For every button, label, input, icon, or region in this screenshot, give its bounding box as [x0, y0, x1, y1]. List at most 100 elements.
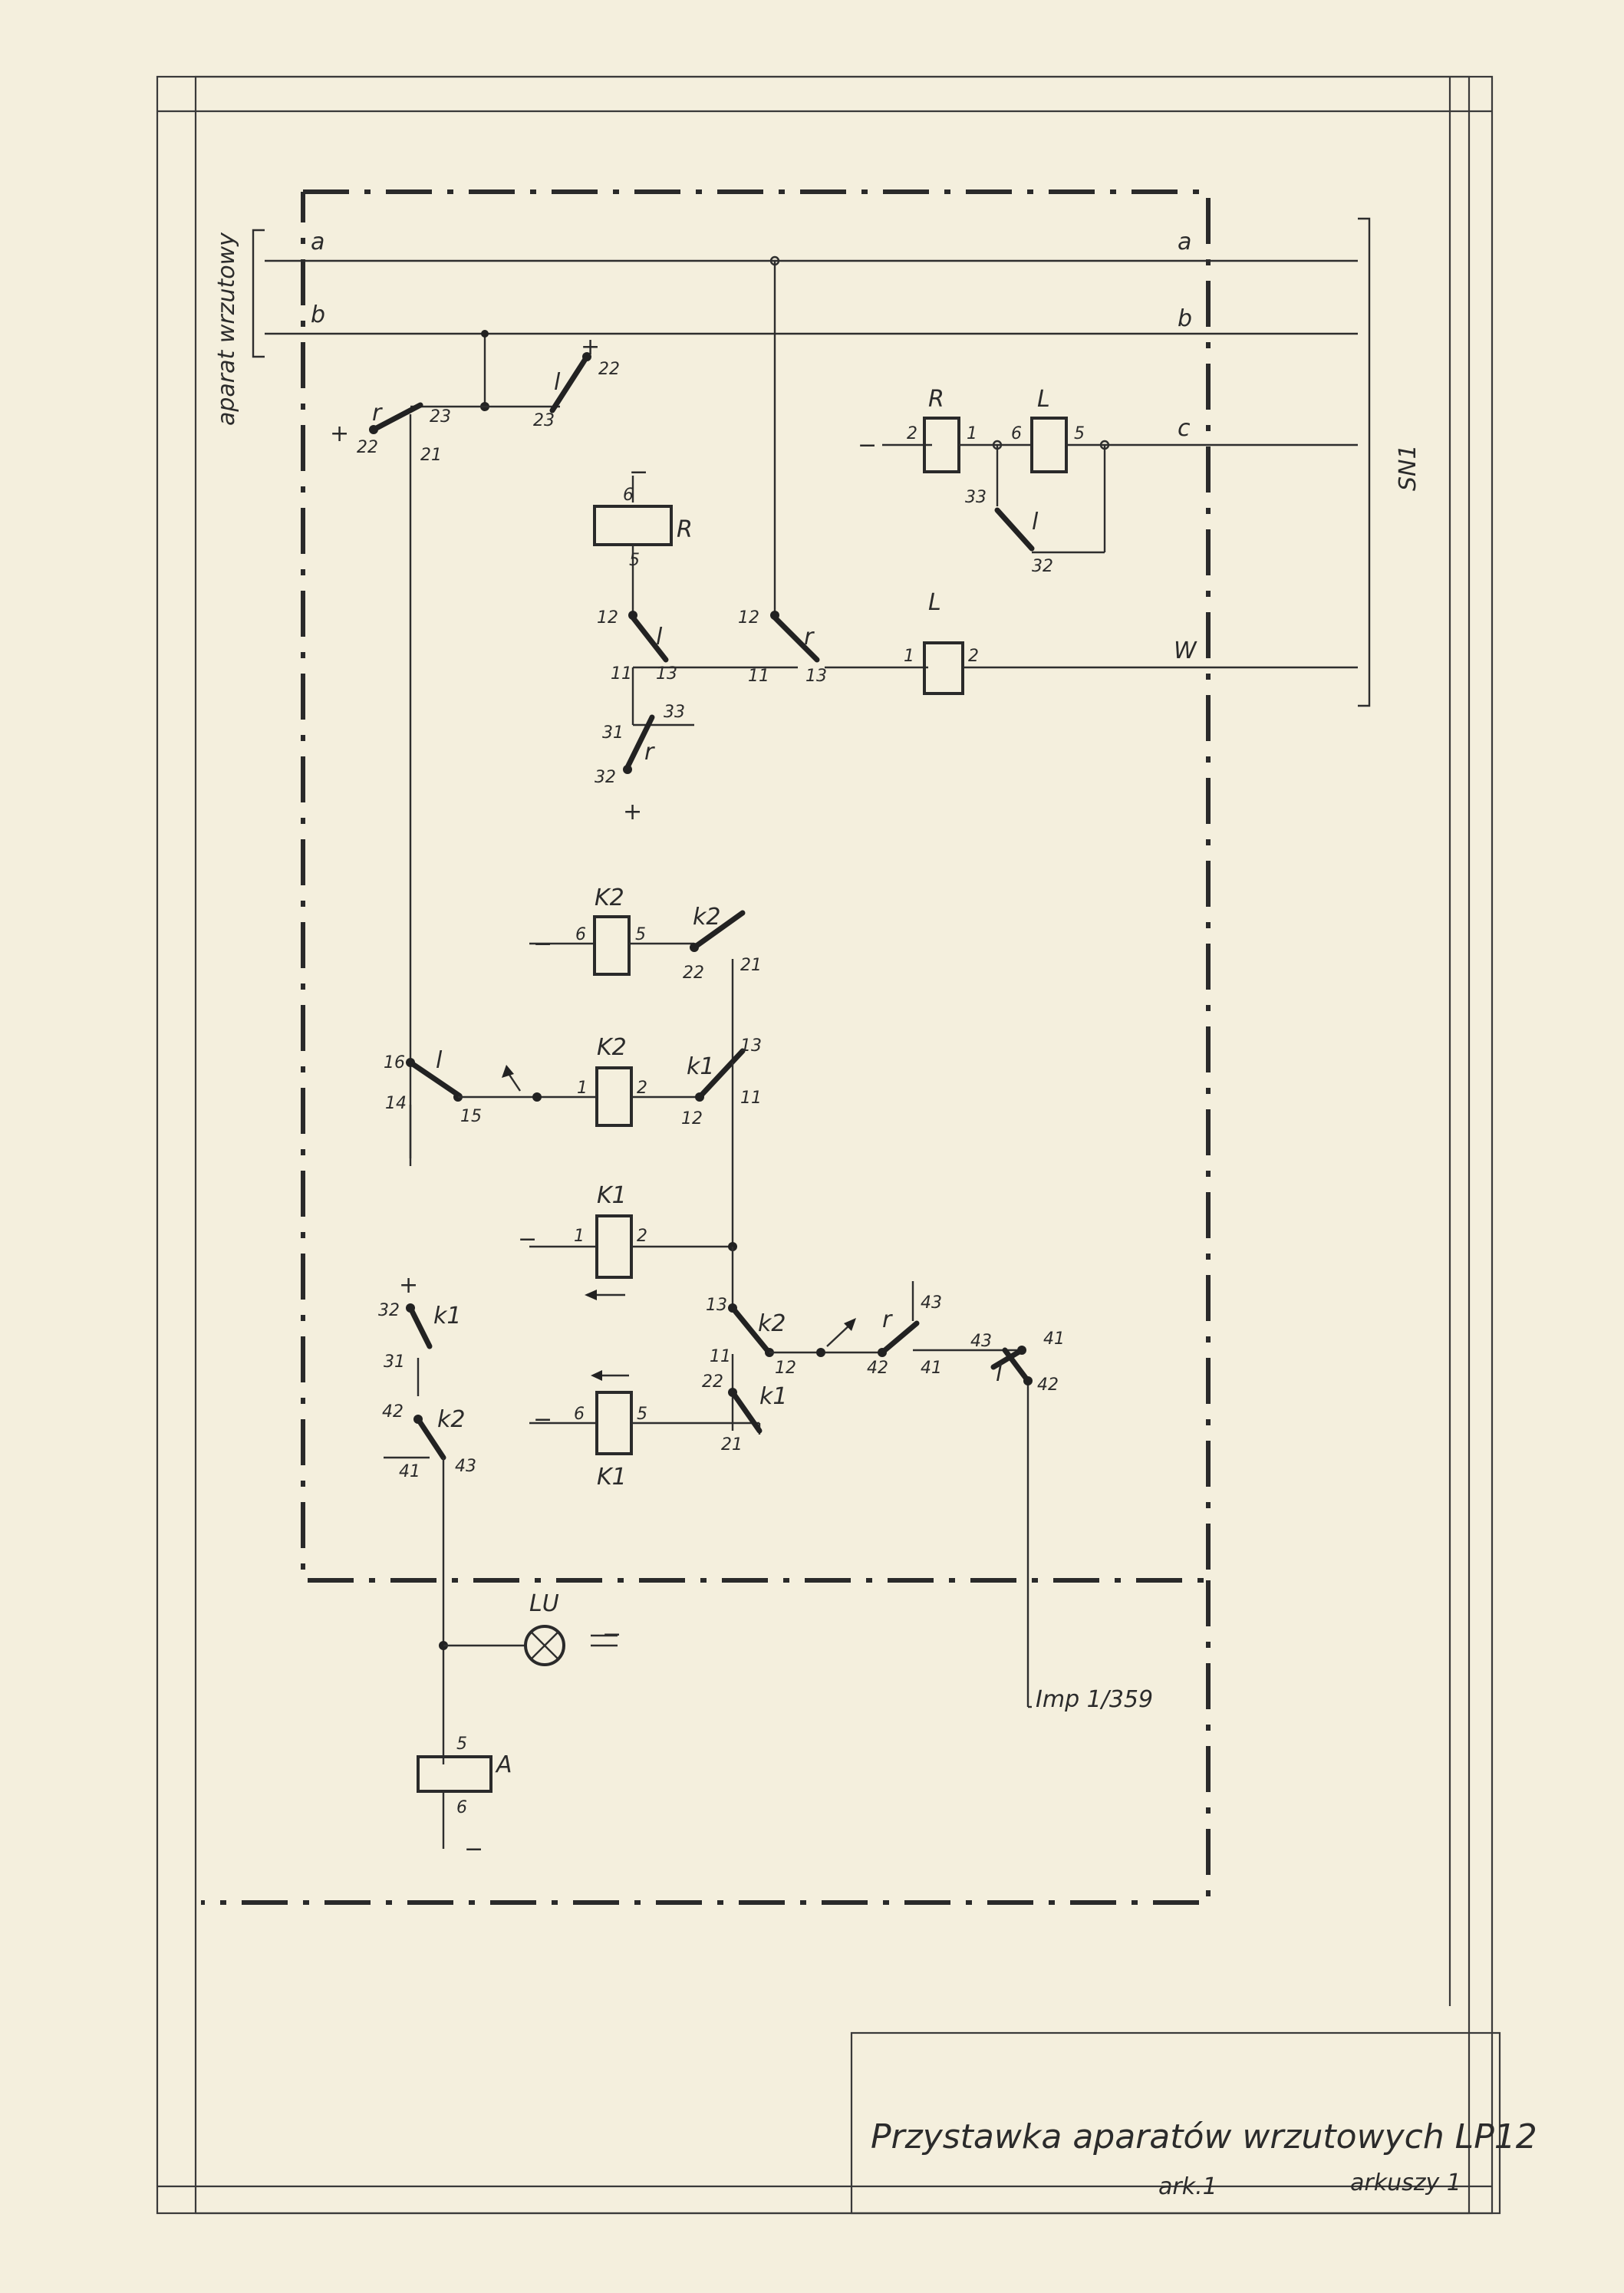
r-low-pin-31: 31	[602, 723, 624, 743]
l-mid-pin-12: 12	[597, 608, 618, 628]
k2-mid-pin-13: 13	[706, 1296, 727, 1315]
bus-b-right-label: b	[1178, 305, 1192, 332]
l-right-pin-43: 43	[970, 1332, 992, 1351]
r-top-pin-23: 23	[430, 407, 451, 427]
coil-K2-top-label: K2	[595, 885, 624, 911]
l-top-pin-23: 23	[533, 411, 555, 430]
bus-w-right-label: W	[1174, 637, 1197, 664]
coil-A-pin-6: 6	[456, 1798, 467, 1817]
lower-boundary	[201, 1580, 1211, 1905]
imp-label: Imp 1/359	[1036, 1686, 1153, 1713]
r-low-label: r	[644, 739, 655, 766]
coil-A-pin-5: 5	[456, 1735, 467, 1754]
side-label: aparat wrzutowy	[213, 232, 240, 426]
drawing-frame	[156, 75, 1494, 2215]
r-mid-pin-13: 13	[805, 667, 827, 686]
coil-L-mid-pin-2: 2	[968, 647, 979, 666]
right-label: SN1	[1395, 444, 1421, 491]
r-mid-label: r	[804, 624, 815, 651]
l-ur-label: l	[1032, 509, 1039, 535]
coil-K1-top-label: K1	[597, 1182, 627, 1209]
plus-k1-left: +	[399, 1272, 418, 1299]
left-chain: + 32 31 k1 42 41 43 k2 LU − A 5 6 −	[378, 1272, 621, 1863]
r-right-pin-42: 42	[867, 1359, 888, 1378]
coil-K2-top-pin-6: 6	[575, 925, 586, 944]
minus-K2-top: −	[533, 931, 552, 957]
coil-K1-top	[595, 1214, 633, 1279]
k1-k2-pin-13: 13	[740, 1036, 762, 1056]
coil-group-K1-low: − K1 6 5 22 21 k1	[529, 1370, 787, 1491]
minus-R-top: −	[858, 432, 877, 459]
r-mid-pin-11: 11	[748, 667, 769, 686]
k2-left-label: k2	[437, 1406, 465, 1433]
k2-mid-pin-11: 11	[710, 1347, 731, 1366]
r-low-pin-33: 33	[664, 703, 685, 722]
plus-l-top: +	[581, 334, 600, 361]
r-right-pin-43: 43	[921, 1293, 942, 1313]
coil-L-mid	[923, 641, 964, 695]
l-ur-pin-32: 32	[1032, 557, 1053, 576]
l-k2-pin-14: 14	[385, 1094, 407, 1113]
k1-k2-pin-12: 12	[681, 1109, 703, 1128]
coil-R-mid-label: R	[677, 516, 693, 543]
k2-mid-pin-12: 12	[775, 1359, 796, 1378]
bus-b-left-label: b	[311, 301, 325, 328]
apparatus-boundary	[301, 189, 1211, 1583]
l-k2-pin-15: 15	[460, 1107, 482, 1126]
k1-low-pin-22: 22	[702, 1372, 723, 1392]
k2-mid-label: k2	[758, 1310, 786, 1337]
coil-K1-low	[595, 1391, 633, 1455]
coil-R-mid	[593, 505, 673, 546]
r-top-pin-22: 22	[357, 438, 378, 457]
coil-R-top-pin-1: 1	[967, 424, 977, 443]
coil-K1-top-pin-1: 1	[574, 1227, 585, 1246]
sheet-count: arkuszy 1	[1350, 2169, 1461, 2196]
minus-A: −	[464, 1836, 483, 1863]
lamp-label: LU	[529, 1590, 559, 1617]
title-block: Przystawka aparatów wrzutowych LP12 ark.…	[850, 2031, 1537, 2215]
k2-left-pin-41: 41	[399, 1462, 420, 1481]
l-k2-label: l	[436, 1047, 443, 1074]
minus-R-mid: −	[629, 459, 648, 486]
k2-top-label: k2	[693, 904, 720, 931]
coil-K1-top-pin-2: 2	[637, 1227, 647, 1246]
l-right-pin-42: 42	[1037, 1375, 1059, 1395]
coil-R-mid-pin-6: 6	[623, 486, 634, 505]
coil-L-mid-label: L	[928, 589, 941, 616]
coil-R-mid-pin-5: 5	[629, 551, 640, 570]
bus-lines: a a b b c W	[265, 229, 1358, 669]
l-mid-pin-11: 11	[611, 664, 632, 684]
coil-group-K1-top: − K1 1 2	[518, 1182, 737, 1300]
l-ur-pin-33: 33	[965, 488, 987, 507]
k1-left-pin-31: 31	[384, 1352, 405, 1372]
lamp-LU	[524, 1625, 565, 1666]
r-top-label: r	[372, 400, 383, 427]
r-top-pin-21: 21	[420, 446, 442, 465]
r-right-pin-41: 41	[921, 1359, 942, 1378]
coil-L-mid-pin-1: 1	[904, 647, 914, 666]
coil-K2-mid	[595, 1066, 633, 1127]
brace-left	[252, 229, 265, 358]
plus-r-low: +	[623, 799, 642, 825]
k1-k2-pin-11: 11	[740, 1089, 762, 1108]
coil-K1-low-pin-6: 6	[574, 1405, 585, 1424]
k2-left-pin-42: 42	[382, 1402, 404, 1422]
k1-low-label: k1	[759, 1383, 787, 1410]
k1-k2-label: k1	[687, 1053, 714, 1080]
k2-left-pin-43: 43	[455, 1457, 476, 1476]
k1-left-pin-32: 32	[378, 1301, 400, 1320]
l-top-label: l	[554, 369, 561, 396]
k1-left-label: k1	[433, 1303, 461, 1329]
coil-A-label: A	[495, 1751, 512, 1778]
minus-lamp: −	[602, 1621, 621, 1648]
coil-L-top	[1030, 417, 1068, 473]
coil-R-top-label: R	[928, 386, 944, 413]
coil-K2-mid-label: K2	[597, 1034, 627, 1061]
k2-top-pin-21: 21	[740, 956, 762, 975]
minus-K1-top: −	[518, 1226, 537, 1253]
bus-a-right-label: a	[1178, 229, 1191, 255]
coil-group-middle: − R 6 5 12 11 13 l 12 11 13 r L 1 2 31 3…	[593, 255, 979, 825]
minus-K1-low: −	[533, 1406, 552, 1433]
